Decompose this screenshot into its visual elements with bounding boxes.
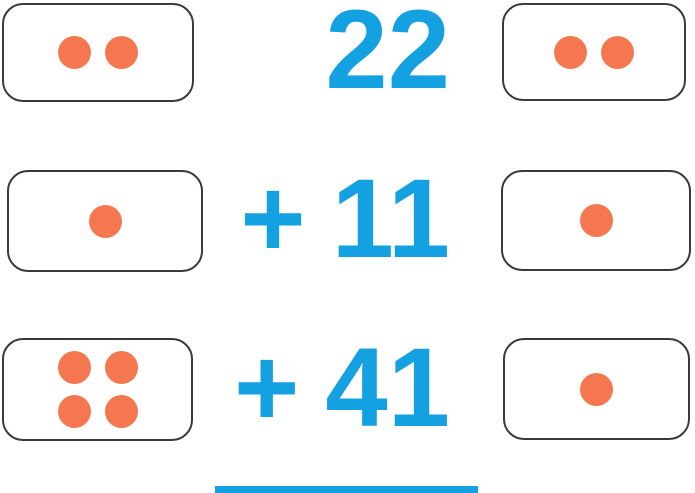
counting-dot — [104, 351, 138, 384]
counting-dot — [554, 35, 587, 69]
dot-card-right-row1 — [502, 3, 686, 101]
counting-dot — [105, 36, 138, 69]
dot-card-left-row3 — [2, 338, 193, 441]
counting-dot — [58, 36, 91, 69]
addend-value: 41 — [325, 324, 450, 450]
counting-dot — [88, 204, 122, 238]
counting-dot — [601, 35, 634, 69]
counting-dot — [57, 395, 91, 428]
dot-group — [579, 204, 613, 237]
counting-dot — [579, 204, 613, 237]
dot-card-left-row2 — [7, 170, 203, 272]
addend-value: 22 — [325, 0, 450, 112]
addend-row-2: + 11 — [220, 163, 450, 275]
dot-group — [57, 351, 138, 428]
counting-dot — [57, 351, 91, 384]
dot-card-left-row1 — [2, 3, 194, 102]
dot-group — [58, 36, 138, 69]
plus-operator: + — [240, 156, 306, 281]
addend-row-3: + 41 — [220, 331, 450, 443]
dot-group — [580, 372, 613, 406]
dot-group — [88, 204, 122, 238]
addend-row-1: 22 — [220, 0, 450, 106]
addend-value: 11 — [331, 156, 450, 281]
dot-card-right-row3 — [503, 338, 690, 440]
dot-group — [554, 35, 634, 69]
dot-card-right-row2 — [501, 170, 691, 271]
plus-operator: + — [234, 324, 300, 450]
counting-dot — [580, 372, 613, 406]
answer-line — [215, 486, 478, 493]
counting-dot — [104, 395, 138, 428]
